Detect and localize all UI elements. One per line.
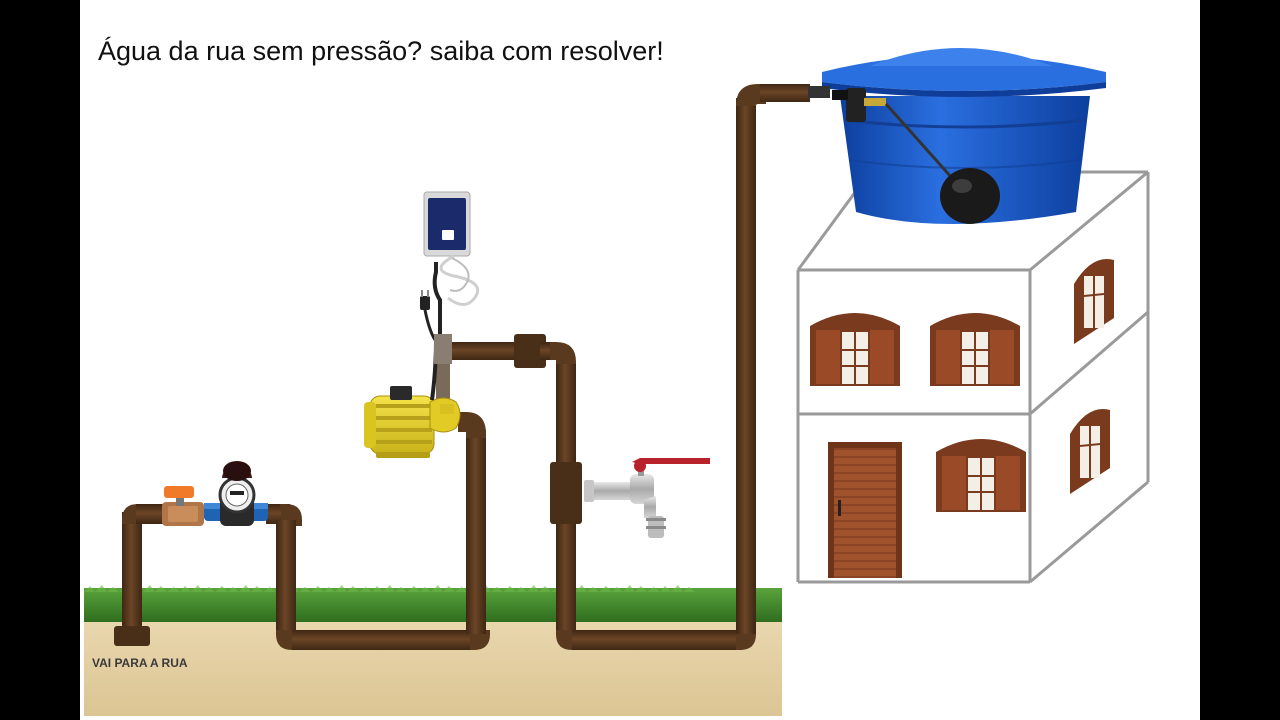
window-icon <box>936 439 1026 512</box>
window-icon <box>930 313 1020 386</box>
plumbing-scene <box>84 48 1150 716</box>
grass <box>84 588 782 622</box>
pipe-underground-2 <box>572 630 742 650</box>
pipe-network <box>114 84 810 650</box>
water-pump-icon <box>364 386 461 458</box>
ball-valve-icon <box>162 486 204 526</box>
door-icon <box>828 442 902 578</box>
page-title: Água da rua sem pressão? saiba com resol… <box>98 36 664 66</box>
pipe-underground-1 <box>292 630 476 650</box>
power-plug-icon <box>420 290 437 341</box>
pipe-tee <box>550 462 582 524</box>
pipe-riser-to-tank <box>736 98 756 634</box>
street-label: VAI PARA A RUA <box>92 656 188 670</box>
ground <box>84 585 782 716</box>
window-icon <box>1070 409 1110 494</box>
faucet-icon <box>584 458 710 538</box>
window-icon <box>810 313 900 386</box>
pipe-street-inlet <box>122 512 142 636</box>
pressure-controller-icon <box>423 191 480 401</box>
water-tank-icon <box>822 48 1106 224</box>
water-meter-icon <box>204 461 268 526</box>
float-valve-icon <box>808 86 1000 224</box>
pipe-union <box>514 334 546 368</box>
pipe-to-meter <box>136 504 166 524</box>
window-icon <box>1074 259 1114 344</box>
pipe-meter-down <box>276 520 296 634</box>
pipe-pump-suction <box>466 430 486 634</box>
diagram-canvas: Água da rua sem pressão? saiba com resol… <box>80 0 1200 720</box>
